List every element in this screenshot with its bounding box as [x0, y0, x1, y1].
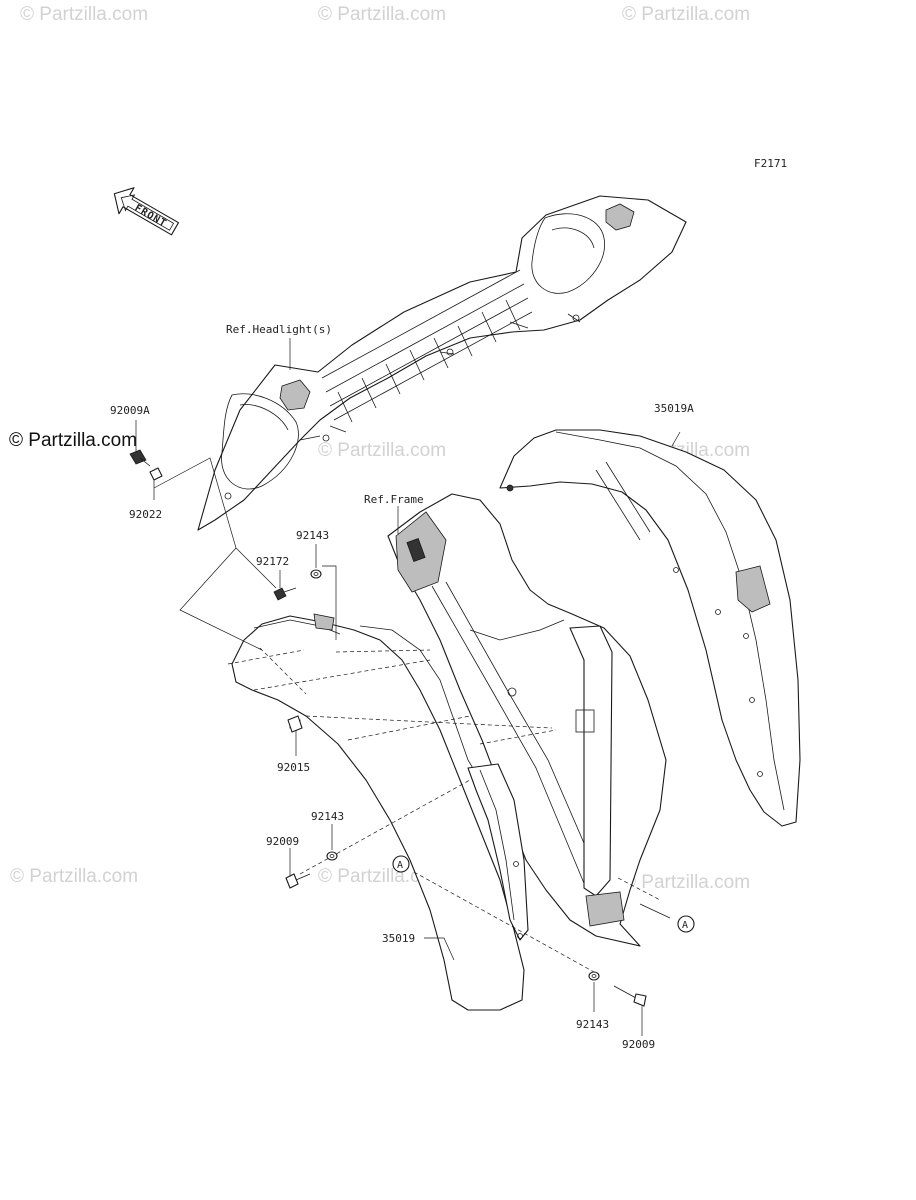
part-label-92009A[interactable]: 92009A [110, 404, 150, 417]
watermark: © Partzilla.com [20, 4, 148, 25]
washer-92143-bottom-icon [588, 971, 600, 981]
callout-marker-a-right: A [677, 915, 695, 933]
callout-marker-a-left: A [392, 855, 410, 873]
part-label-92015[interactable]: 92015 [277, 761, 310, 774]
front-direction-arrow: FRONT [113, 187, 180, 236]
washer-92143-top-icon [310, 569, 322, 579]
bolt-92009-bottom-icon [613, 985, 647, 1007]
part-label-92143-top[interactable]: 92143 [296, 529, 329, 542]
watermark: © Partzilla.com [622, 4, 750, 25]
grille-slats [321, 269, 533, 423]
part-label-92009-bottom[interactable]: 92009 [622, 1038, 655, 1051]
part-label-35019[interactable]: 35019 [382, 932, 415, 945]
callout-letter: A [397, 860, 403, 871]
diagram-code: F2171 [754, 157, 787, 170]
bolt-92009A-icon [129, 449, 151, 467]
clip-92022-icon [149, 467, 163, 481]
part-label-92022[interactable]: 92022 [129, 508, 162, 521]
watermark: © Partzilla.com [318, 440, 446, 461]
watermark: © Partzilla.com [10, 866, 138, 887]
fasteners [129, 449, 647, 1007]
part-label-92143-bottom[interactable]: 92143 [576, 1018, 609, 1031]
washer-92143-mid-icon [326, 851, 338, 861]
watermark: © Partzilla.com [622, 872, 750, 893]
frame-reference [387, 493, 667, 947]
part-label-92009-mid[interactable]: 92009 [266, 835, 299, 848]
callout-letter: A [682, 920, 688, 931]
leader-lines [135, 338, 681, 1036]
copyright-text: © Partzilla.com [9, 430, 137, 451]
watermark: © Partzilla.com [318, 4, 446, 25]
clip-92015-icon [287, 715, 303, 733]
inner-cover-35019A [499, 429, 801, 827]
ref-frame-label: Ref.Frame [364, 493, 424, 506]
ref-headlight-label: Ref.Headlight(s) [226, 323, 332, 336]
part-label-92143-mid[interactable]: 92143 [311, 810, 344, 823]
screw-92172-icon [273, 587, 297, 601]
part-label-35019A[interactable]: 35019A [654, 402, 694, 415]
outer-cowl-35019 [231, 613, 529, 1011]
headlight-cowl-panel [197, 195, 687, 531]
watermark-layer: © Partzilla.com © Partzilla.com © Partzi… [10, 4, 750, 893]
part-label-92172[interactable]: 92172 [256, 555, 289, 568]
alignment-lines [227, 647, 661, 973]
bolt-92009-mid-icon [285, 873, 311, 889]
